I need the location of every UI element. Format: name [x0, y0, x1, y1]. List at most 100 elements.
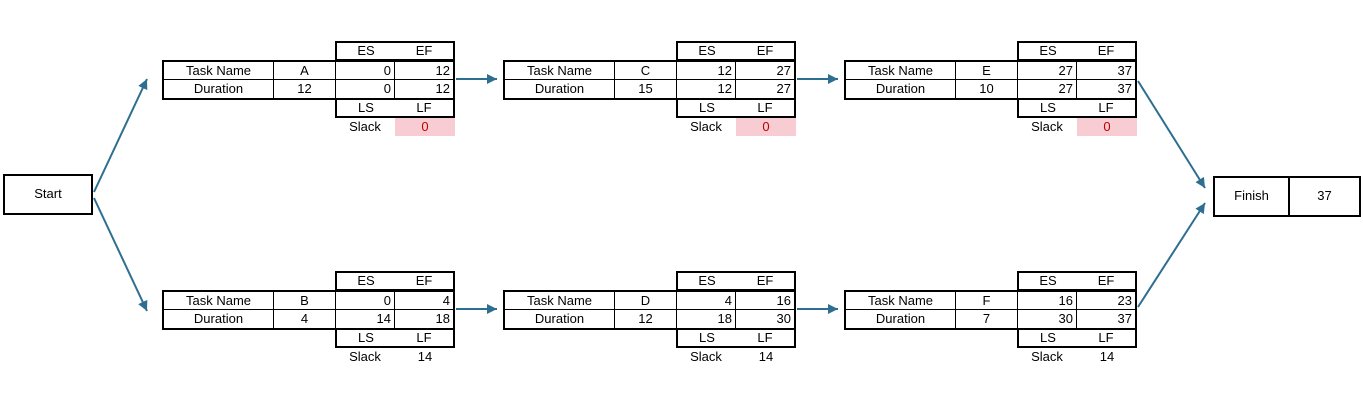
- es-value: 16: [1018, 292, 1077, 310]
- task-name-value: C: [615, 62, 677, 80]
- slack-label: Slack: [1031, 349, 1063, 364]
- ls-value: 14: [336, 310, 395, 328]
- task-card-d: ES EF Task Name D 4 16 Duration 12 18 30…: [503, 271, 796, 367]
- lf-value: 37: [1117, 81, 1132, 96]
- duration-label: Duration: [846, 80, 956, 98]
- es-ef-header-box: ES EF: [676, 271, 796, 291]
- es-ef-header-box: ES EF: [335, 41, 455, 61]
- es-ef-header-box: ES EF: [1017, 41, 1137, 61]
- ls-header-label: LS: [358, 330, 374, 345]
- slack-value: 0: [395, 118, 455, 136]
- duration-label: Duration: [505, 80, 615, 98]
- ls-lf-header-box: LS LF: [335, 328, 455, 348]
- es-value: 4: [677, 292, 736, 310]
- task-name-label: Task Name: [164, 292, 274, 310]
- task-main-table: Task Name C 12 27 Duration 15 12 27: [503, 60, 796, 100]
- ef-value: 16: [736, 292, 794, 310]
- ls-header-label: LS: [1040, 330, 1056, 345]
- slack-row: Slack 0: [676, 118, 796, 136]
- ls-header-label: LS: [1040, 100, 1056, 115]
- duration-value: 12: [274, 80, 336, 98]
- es-value: 0: [336, 292, 395, 310]
- slack-value: 0: [736, 118, 796, 136]
- ef-value: 27: [736, 62, 794, 80]
- task-card-f: ES EF Task Name F 16 23 Duration 7 30 37…: [844, 271, 1137, 367]
- duration-label: Duration: [846, 310, 956, 328]
- task-name-value: D: [615, 292, 677, 310]
- slack-label: Slack: [349, 119, 381, 134]
- ls-header-label: LS: [699, 330, 715, 345]
- es-header-label: ES: [357, 43, 375, 58]
- es-value: 27: [1018, 62, 1077, 80]
- lf-value: 37: [1117, 311, 1132, 326]
- slack-label: Slack: [349, 349, 381, 364]
- duration-value: 10: [956, 80, 1018, 98]
- es-header-label: ES: [357, 273, 375, 288]
- lf-header-label: LF: [416, 330, 432, 345]
- ef-header-label: EF: [415, 273, 433, 288]
- duration-label: Duration: [164, 310, 274, 328]
- task-main-table: Task Name A 0 12 Duration 12 0 12: [162, 60, 455, 100]
- es-ef-header-box: ES EF: [1017, 271, 1137, 291]
- ef-header-label: EF: [415, 43, 433, 58]
- slack-row: Slack 14: [1017, 348, 1137, 366]
- task-name-label: Task Name: [846, 292, 956, 310]
- duration-value: 15: [615, 80, 677, 98]
- finish-label: Finish: [1215, 178, 1290, 215]
- es-value: 12: [677, 62, 736, 80]
- es-value: 0: [336, 62, 395, 80]
- slack-value: 14: [1099, 349, 1115, 364]
- ls-lf-header-box: LS LF: [335, 98, 455, 118]
- es-header-label: ES: [1039, 43, 1057, 58]
- task-name-label: Task Name: [505, 292, 615, 310]
- duration-label: Duration: [505, 310, 615, 328]
- lf-value: 18: [435, 311, 450, 326]
- slack-row: Slack 0: [335, 118, 455, 136]
- ef-value: 23: [1077, 292, 1135, 310]
- duration-value: 12: [615, 310, 677, 328]
- ef-header-label: EF: [756, 43, 774, 58]
- task-name-label: Task Name: [505, 62, 615, 80]
- task-main-table: Task Name B 0 4 Duration 4 14 18: [162, 290, 455, 330]
- start-node: Start: [3, 174, 93, 215]
- arrow-start-to-a: [93, 78, 148, 193]
- ef-value: 37: [1077, 62, 1135, 80]
- task-name-value: B: [274, 292, 336, 310]
- slack-value: 14: [758, 349, 774, 364]
- arrow-e-to-finish: [1137, 80, 1206, 189]
- duration-label: Duration: [164, 80, 274, 98]
- finish-node: Finish 37: [1213, 176, 1361, 217]
- slack-row: Slack 0: [1017, 118, 1137, 136]
- ef-value: 4: [395, 292, 453, 310]
- arrow-start-to-b: [93, 197, 148, 312]
- task-name-value: F: [956, 292, 1018, 310]
- ls-value: 30: [1018, 310, 1077, 328]
- task-name-value: A: [274, 62, 336, 80]
- finish-value: 37: [1317, 188, 1332, 203]
- ls-value: 12: [677, 80, 736, 98]
- task-name-value: E: [956, 62, 1018, 80]
- task-card-c: ES EF Task Name C 12 27 Duration 15 12 2…: [503, 41, 796, 137]
- task-card-e: ES EF Task Name E 27 37 Duration 10 27 3…: [844, 41, 1137, 137]
- es-ef-header-box: ES EF: [676, 41, 796, 61]
- ef-value: 12: [395, 62, 453, 80]
- slack-row: Slack 14: [676, 348, 796, 366]
- es-header-label: ES: [698, 273, 716, 288]
- es-ef-header-box: ES EF: [335, 271, 455, 291]
- ef-header-label: EF: [756, 273, 774, 288]
- slack-value: 0: [1077, 118, 1137, 136]
- slack-label: Slack: [1031, 119, 1063, 134]
- ls-lf-header-box: LS LF: [676, 98, 796, 118]
- task-card-a: ES EF Task Name A 0 12 Duration 12 0 12 …: [162, 41, 455, 137]
- lf-value: 27: [776, 81, 791, 96]
- task-main-table: Task Name F 16 23 Duration 7 30 37: [844, 290, 1137, 330]
- ls-value: 18: [677, 310, 736, 328]
- duration-value: 7: [956, 310, 1018, 328]
- lf-header-label: LF: [1098, 330, 1114, 345]
- ef-header-label: EF: [1097, 43, 1115, 58]
- lf-header-label: LF: [416, 100, 432, 115]
- ls-lf-header-box: LS LF: [1017, 98, 1137, 118]
- lf-value: 30: [776, 311, 791, 326]
- slack-label: Slack: [690, 119, 722, 134]
